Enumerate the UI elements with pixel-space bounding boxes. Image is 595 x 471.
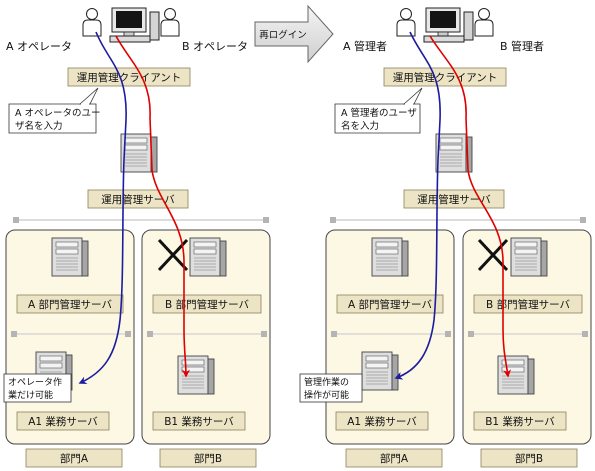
dept-server-b-box [473,294,583,314]
person-icon [160,8,180,37]
dept-a-box [345,448,443,468]
biz-server-b-label: B1 業務サーバ [485,415,555,428]
dept-server-a-label: A 部門管理サーバ [28,298,112,311]
operator-b-label: B オペレータ [182,40,248,53]
callout-line-1: A オペレータのユー [15,108,101,119]
operator-a-label: A 管理者 [343,39,387,53]
dept-a-label: 部門A [380,452,409,465]
server-box [87,189,189,209]
note-line-2: 業だけ可能 [8,389,53,401]
note-box [299,373,363,403]
transition-label: 再ログイン [259,29,307,41]
callout-line-1: A 管理者のユーザ [341,107,417,119]
dept-a-label: 部門A [60,452,89,465]
operator-b-label: B 管理者 [500,39,544,53]
dept-server-a-box [16,294,124,314]
network-node [263,217,269,223]
left-scenario: A オペレータ B オペレータ 運用管理クライアント A オペレータのユー ザ名… [3,7,271,468]
biz-server-b-box [152,411,246,431]
dept-server-a-label: A 部門管理サーバ [348,298,432,311]
dept-b-panel [141,229,271,445]
biz-server-a-label: A1 業務サーバ [347,415,417,428]
network-node [13,217,19,223]
server-icon [177,355,215,395]
note-line-1: 管理作業の [304,376,349,388]
biz-server-a-label: A1 業務サーバ [28,415,98,428]
dept-b-box [159,448,257,468]
person-icon [396,8,416,37]
dept-server-b-label: B 部門管理サーバ [486,298,570,311]
operator-a-label: A オペレータ [6,40,72,53]
callout-line-2: 名を入力 [341,120,379,132]
server-icon [371,237,409,277]
person-icon [474,8,494,37]
callout-box [334,103,421,134]
blue-flow-arrow [394,31,441,380]
transition-arrow-icon [254,4,334,64]
biz-server-b-label: B1 業務サーバ [164,415,234,428]
client-label: 運用管理クライアント [77,71,182,84]
server-label: 運用管理サーバ [417,193,491,206]
right-scenario: A 管理者 B 管理者 運用管理クライアント A 管理者のユーザ 名を入力 運用… [299,7,592,468]
callout-line-2: ザ名を入力 [15,120,63,132]
client-label: 運用管理クライアント [393,71,498,84]
note-line-1: オペレータ作 [8,376,62,388]
note-line-2: 操作が可能 [304,389,349,401]
callout-pointer [78,87,99,105]
dept-a-box [25,448,123,468]
server-icon [189,237,227,277]
callout-box [8,103,97,134]
dept-b-panel [462,229,592,445]
blue-flow-arrow [78,31,127,384]
server-icon [510,237,548,277]
server-icon [497,355,535,395]
person-icon [82,8,102,37]
biz-server-a-box [16,411,110,431]
dept-server-b-box [152,294,262,314]
red-flow-arrow [429,35,512,378]
red-flow-arrow [115,35,190,378]
biz-server-a-box [335,411,429,431]
dept-b-box [480,448,578,468]
biz-server-b-box [473,411,567,431]
server-icon [361,351,399,391]
callout-pointer [402,87,423,105]
server-box [403,189,505,209]
dept-server-a-box [336,294,444,314]
dept-b-label: 部門B [515,452,543,465]
dept-server-b-label: B 部門管理サーバ [165,298,249,311]
client-box [67,67,191,87]
server-label: 運用管理サーバ [101,193,175,206]
client-box [383,67,507,87]
dept-b-label: 部門B [194,452,222,465]
note-box [3,373,72,403]
server-icon [51,237,89,277]
